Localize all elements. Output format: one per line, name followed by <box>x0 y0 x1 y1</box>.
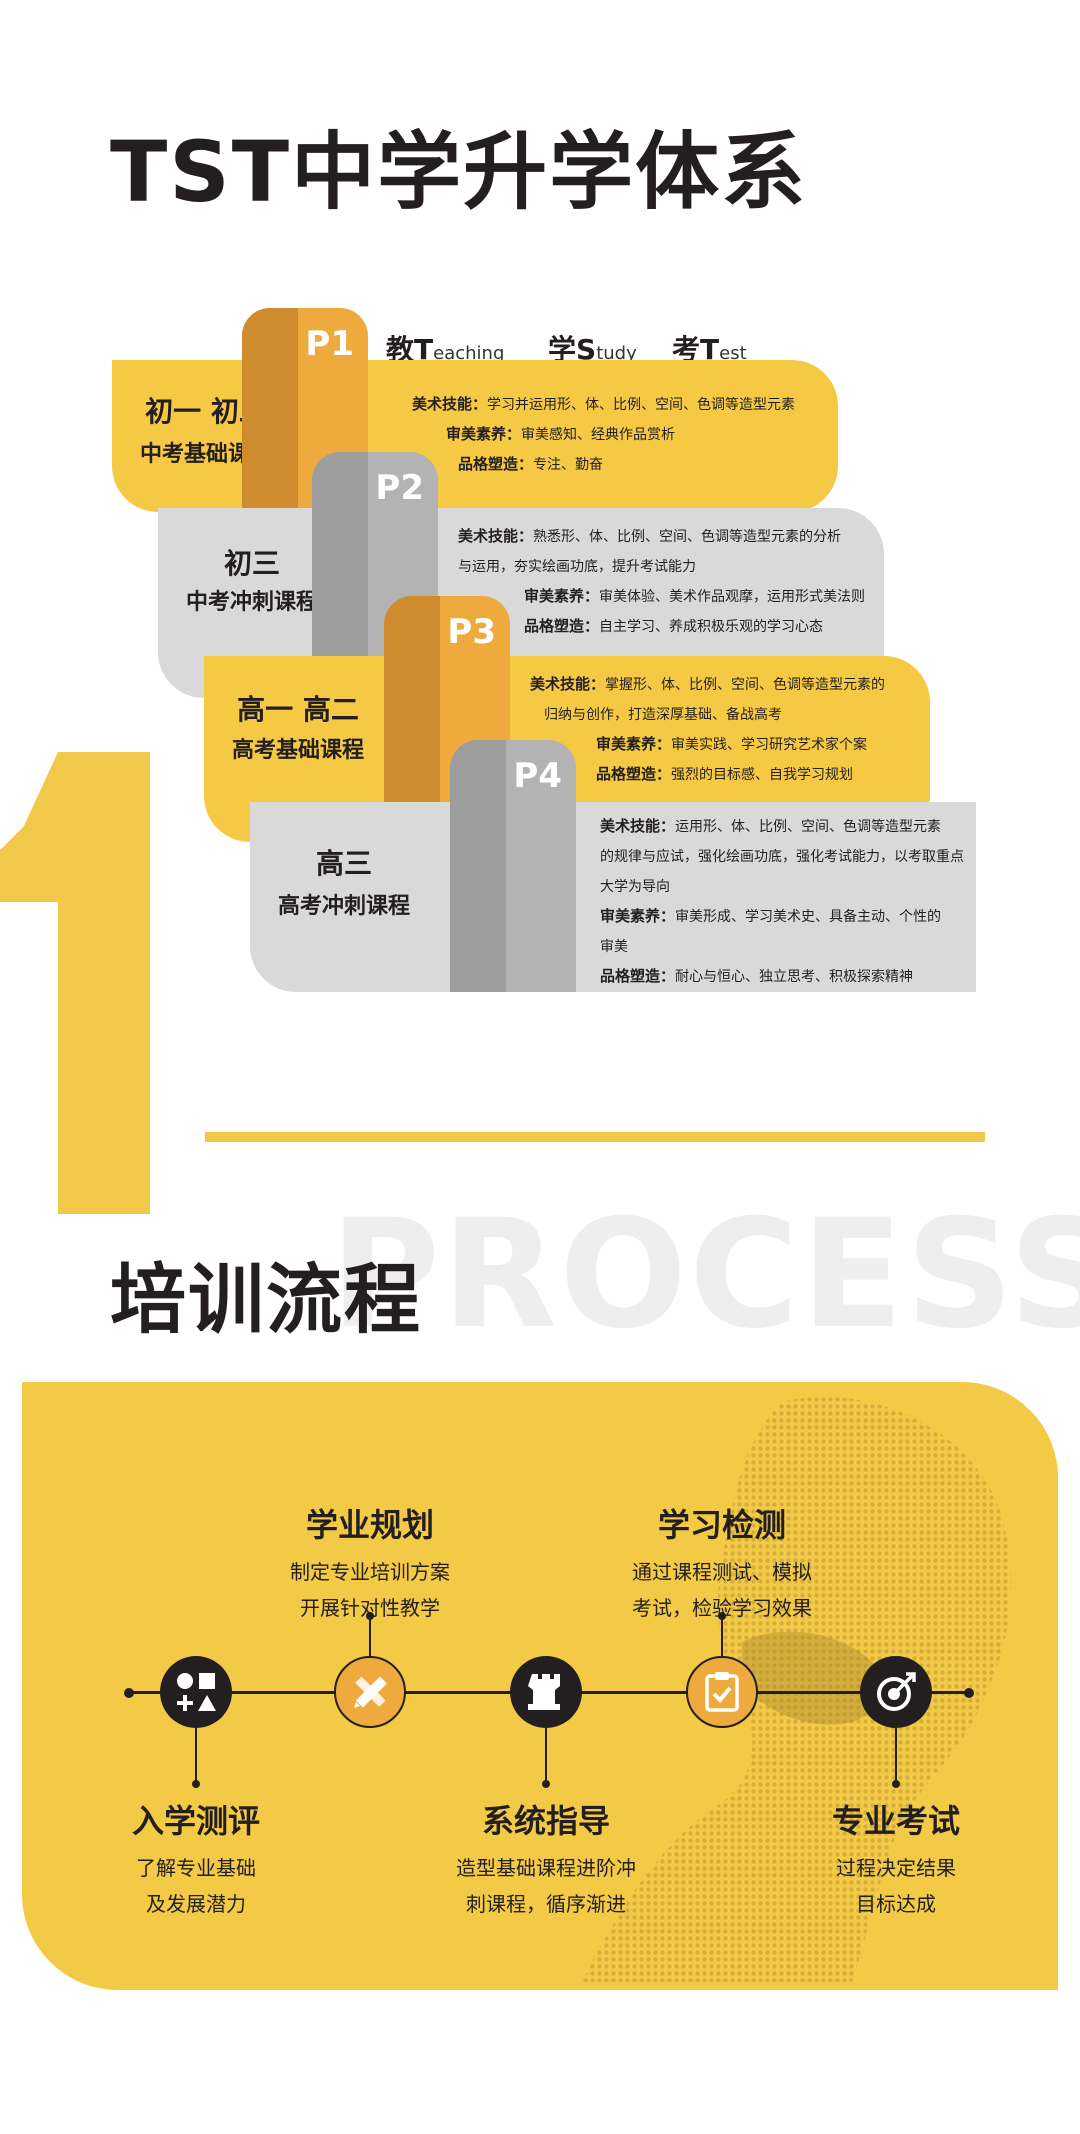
step-text: 制定专业培训方案 <box>290 1560 450 1584</box>
stage-band-p1: 初一 初二 中考基础课程 美术技能：学习并运用形、体、比例、空间、色调等造型元素… <box>112 360 838 512</box>
divider-line <box>205 1132 985 1142</box>
page-title: TST中学升学体系 <box>110 123 808 221</box>
step-stem-3 <box>545 1728 547 1782</box>
clipboard-check-icon <box>705 1672 739 1712</box>
tab-label: P3 <box>447 612 496 652</box>
stage-description: 美术技能：熟悉形、体、比例、空间、色调等造型元素的分析 与运用，夯实绘画功底，提… <box>458 527 866 635</box>
step-2: 学业规划 制定专业培训方案 开展针对性教学 <box>270 1500 470 1626</box>
step-title: 学业规划 <box>305 1506 434 1544</box>
step-5: 专业考试 过程决定结果 目标达成 <box>796 1796 996 1922</box>
stage-band-p4: 高三 高考冲刺课程 美术技能：运用形、体、比例、空间、色调等造型元素 的规律与应… <box>250 802 976 992</box>
stage-course: 高考冲刺课程 <box>277 894 410 919</box>
big-number-one-decoration <box>0 752 150 902</box>
section-title: 培训流程 <box>110 1255 422 1344</box>
target-arrow-icon <box>877 1672 916 1711</box>
process-watermark: PROCESS <box>330 1188 1080 1362</box>
timeline-start-dot <box>124 1688 134 1698</box>
stage-grade: 初三 <box>223 547 280 580</box>
step-text: 目标达成 <box>856 1892 936 1916</box>
step-title: 专业考试 <box>831 1802 960 1840</box>
step-node-1 <box>160 1656 232 1728</box>
step-node-5 <box>860 1656 932 1728</box>
stage-description: 美术技能：掌握形、体、比例、空间、色调等造型元素的 归纳与创作，打造深厚基础、备… <box>530 675 886 783</box>
step-4: 学习检测 通过课程测试、模拟 考试，检验学习效果 <box>612 1500 832 1626</box>
step-stem-2 <box>369 1618 371 1656</box>
step-node-2 <box>334 1656 406 1728</box>
step-text: 了解专业基础 <box>136 1856 256 1880</box>
step-node-3 <box>510 1656 582 1728</box>
step-stem-dot-3 <box>542 1780 550 1788</box>
step-text: 考试，检验学习效果 <box>632 1596 812 1620</box>
tab-label: P1 <box>305 324 354 364</box>
tab-label: P4 <box>513 756 562 796</box>
stage-grade: 高一 高二 <box>237 693 359 726</box>
tab-p4: P4 <box>450 740 576 992</box>
step-stem-5 <box>895 1728 897 1782</box>
timeline-end-dot <box>964 1688 974 1698</box>
stage-grade: 高三 <box>315 847 372 880</box>
step-text: 及发展潜力 <box>146 1892 246 1916</box>
step-stem-dot-2 <box>366 1612 374 1620</box>
shapes-icon <box>177 1673 216 1711</box>
step-stem-dot-4 <box>718 1612 726 1620</box>
pencil-ruler-icon <box>354 1676 387 1708</box>
stage-course: 高考基础课程 <box>231 738 364 763</box>
tab-p3: P3 <box>384 596 510 842</box>
step-stem-1 <box>195 1728 197 1782</box>
statue-illustration <box>582 1396 1012 1982</box>
step-text: 过程决定结果 <box>836 1856 956 1880</box>
step-text: 造型基础课程进阶冲 <box>456 1856 636 1880</box>
tab-label: P2 <box>375 468 424 508</box>
stage-description: 美术技能：运用形、体、比例、空间、色调等造型元素 的规律与应试，强化绘画功底，强… <box>600 817 964 985</box>
step-title: 学习检测 <box>657 1506 786 1544</box>
step-title: 入学测评 <box>131 1802 260 1840</box>
step-text: 开展针对性教学 <box>300 1596 440 1620</box>
chess-rook-icon <box>528 1674 560 1710</box>
step-text: 通过课程测试、模拟 <box>632 1560 812 1584</box>
stage-description: 美术技能：学习并运用形、体、比例、空间、色调等造型元素 审美素养：审美感知、经典… <box>412 395 796 473</box>
tab-p1: P1 <box>242 308 368 512</box>
step-1: 入学测评 了解专业基础 及发展潜力 <box>96 1796 296 1922</box>
step-title: 系统指导 <box>481 1802 610 1840</box>
step-stem-dot-5 <box>892 1780 900 1788</box>
step-stem-4 <box>721 1618 723 1656</box>
step-node-4 <box>686 1656 758 1728</box>
stage-course: 中考冲刺课程 <box>185 590 318 615</box>
step-3: 系统指导 造型基础课程进阶冲 刺课程，循序渐进 <box>436 1796 656 1922</box>
step-stem-dot-1 <box>192 1780 200 1788</box>
step-text: 刺课程，循序渐进 <box>466 1892 626 1916</box>
header-teaching: 教Teaching <box>386 333 505 366</box>
